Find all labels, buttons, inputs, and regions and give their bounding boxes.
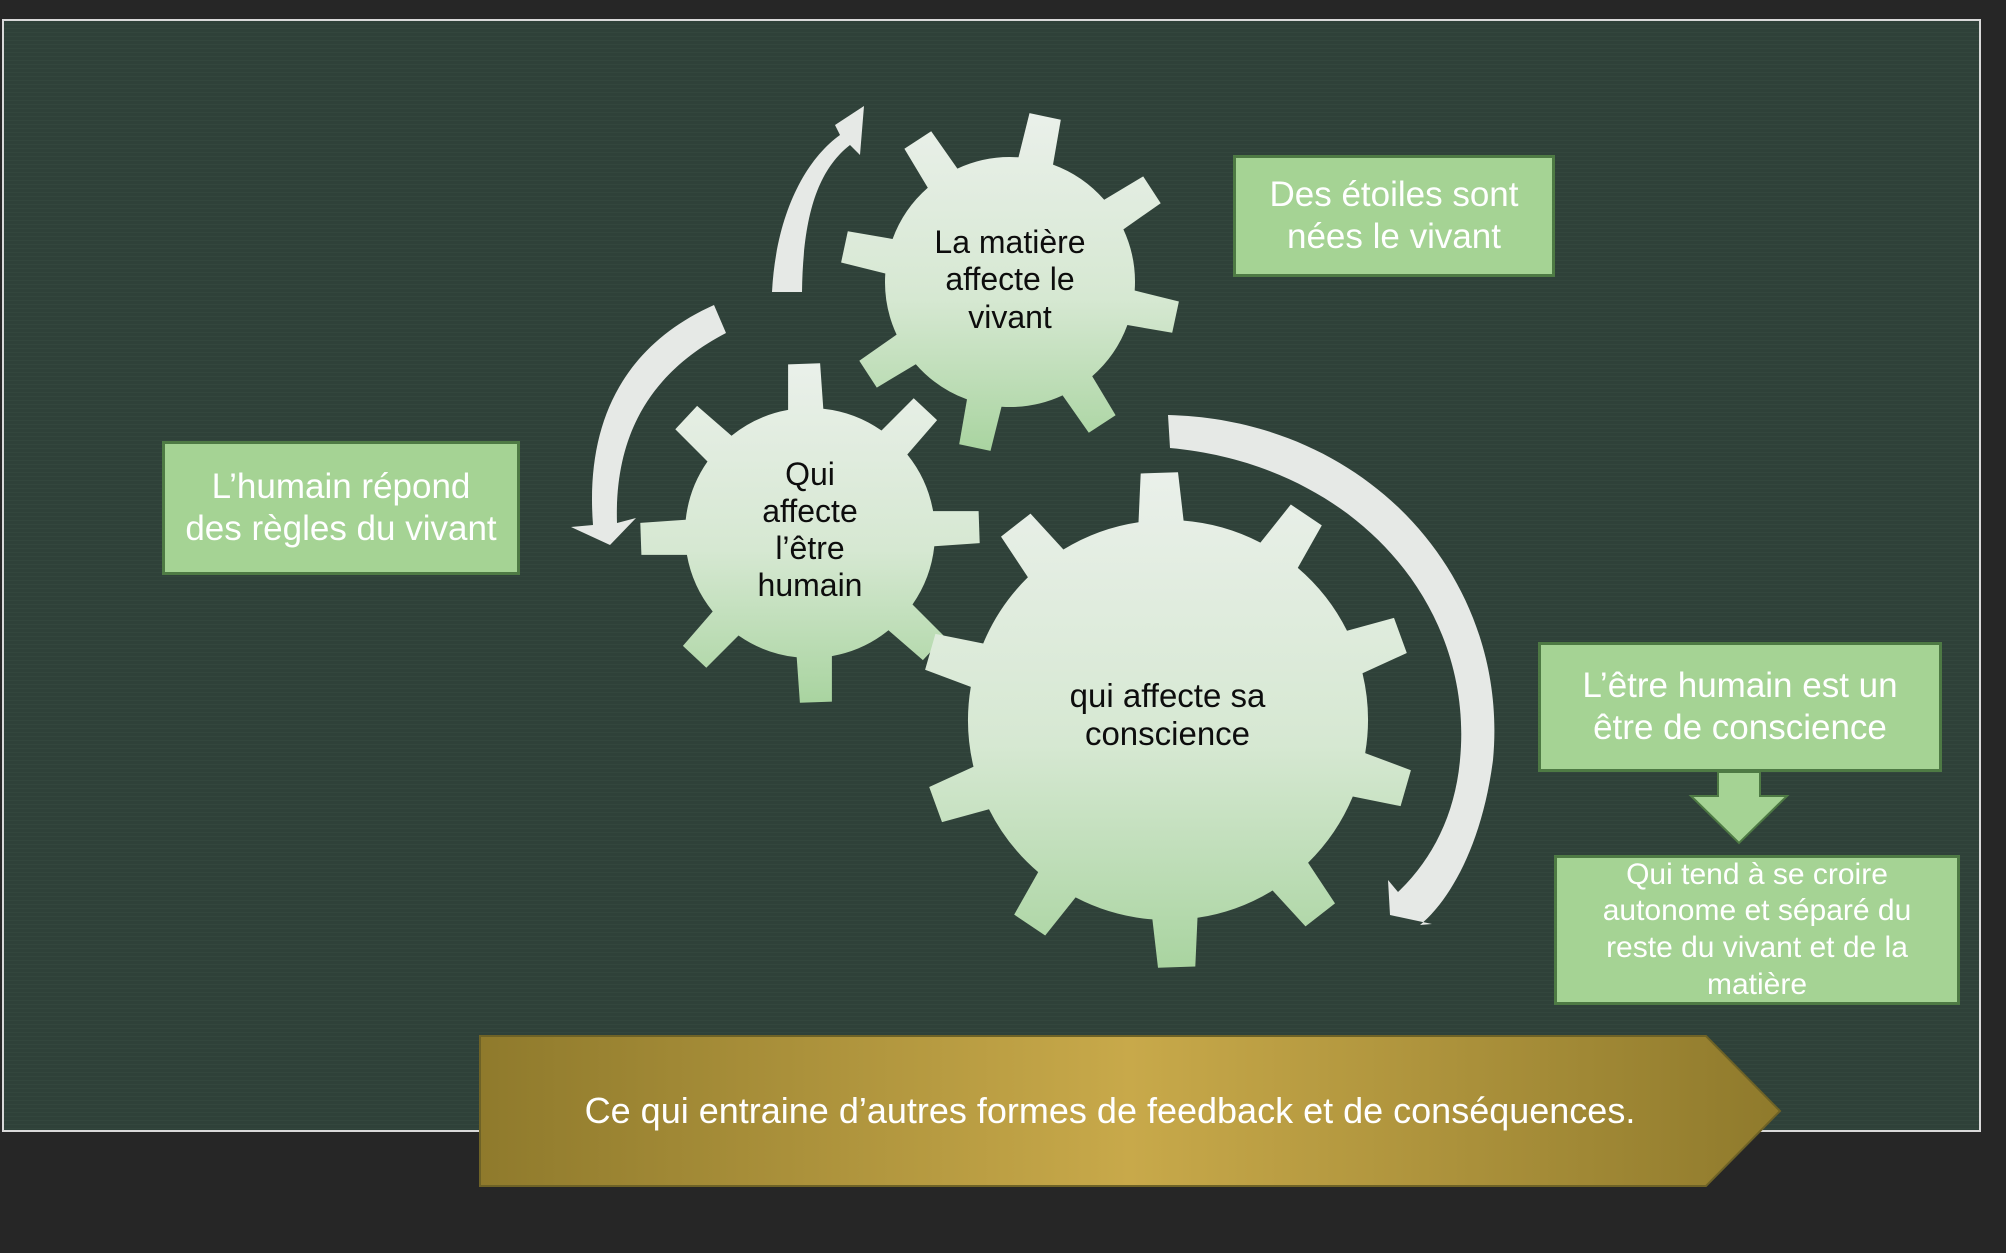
gear-big-label: qui affecte sa conscience — [1069, 676, 1266, 752]
curved-arrow-icon — [772, 106, 864, 292]
gear-left — [640, 363, 980, 703]
autonomy-box: Qui tend à se croire autonome et séparé … — [1554, 855, 1960, 1005]
curved-arrow-icon — [571, 305, 726, 545]
down-arrow-icon — [1688, 771, 1790, 845]
gear-top — [841, 113, 1179, 451]
curved-arrow-icon — [1168, 415, 1495, 925]
banner-text: Ce qui entraine d’autres formes de feedb… — [584, 1090, 1636, 1131]
stars-box: Des étoiles sont nées le vivant — [1233, 155, 1555, 277]
gear-top-label: La matière affecte le vivant — [934, 224, 1086, 335]
rules-box: L’humain répond des règles du vivant — [162, 441, 520, 575]
conscience-box: L’être humain est un être de conscience — [1538, 642, 1942, 772]
gear-big — [925, 472, 1411, 968]
gear-left-label: Qui affecte l’être humain — [757, 455, 863, 604]
banner-chevron — [479, 1035, 1782, 1187]
